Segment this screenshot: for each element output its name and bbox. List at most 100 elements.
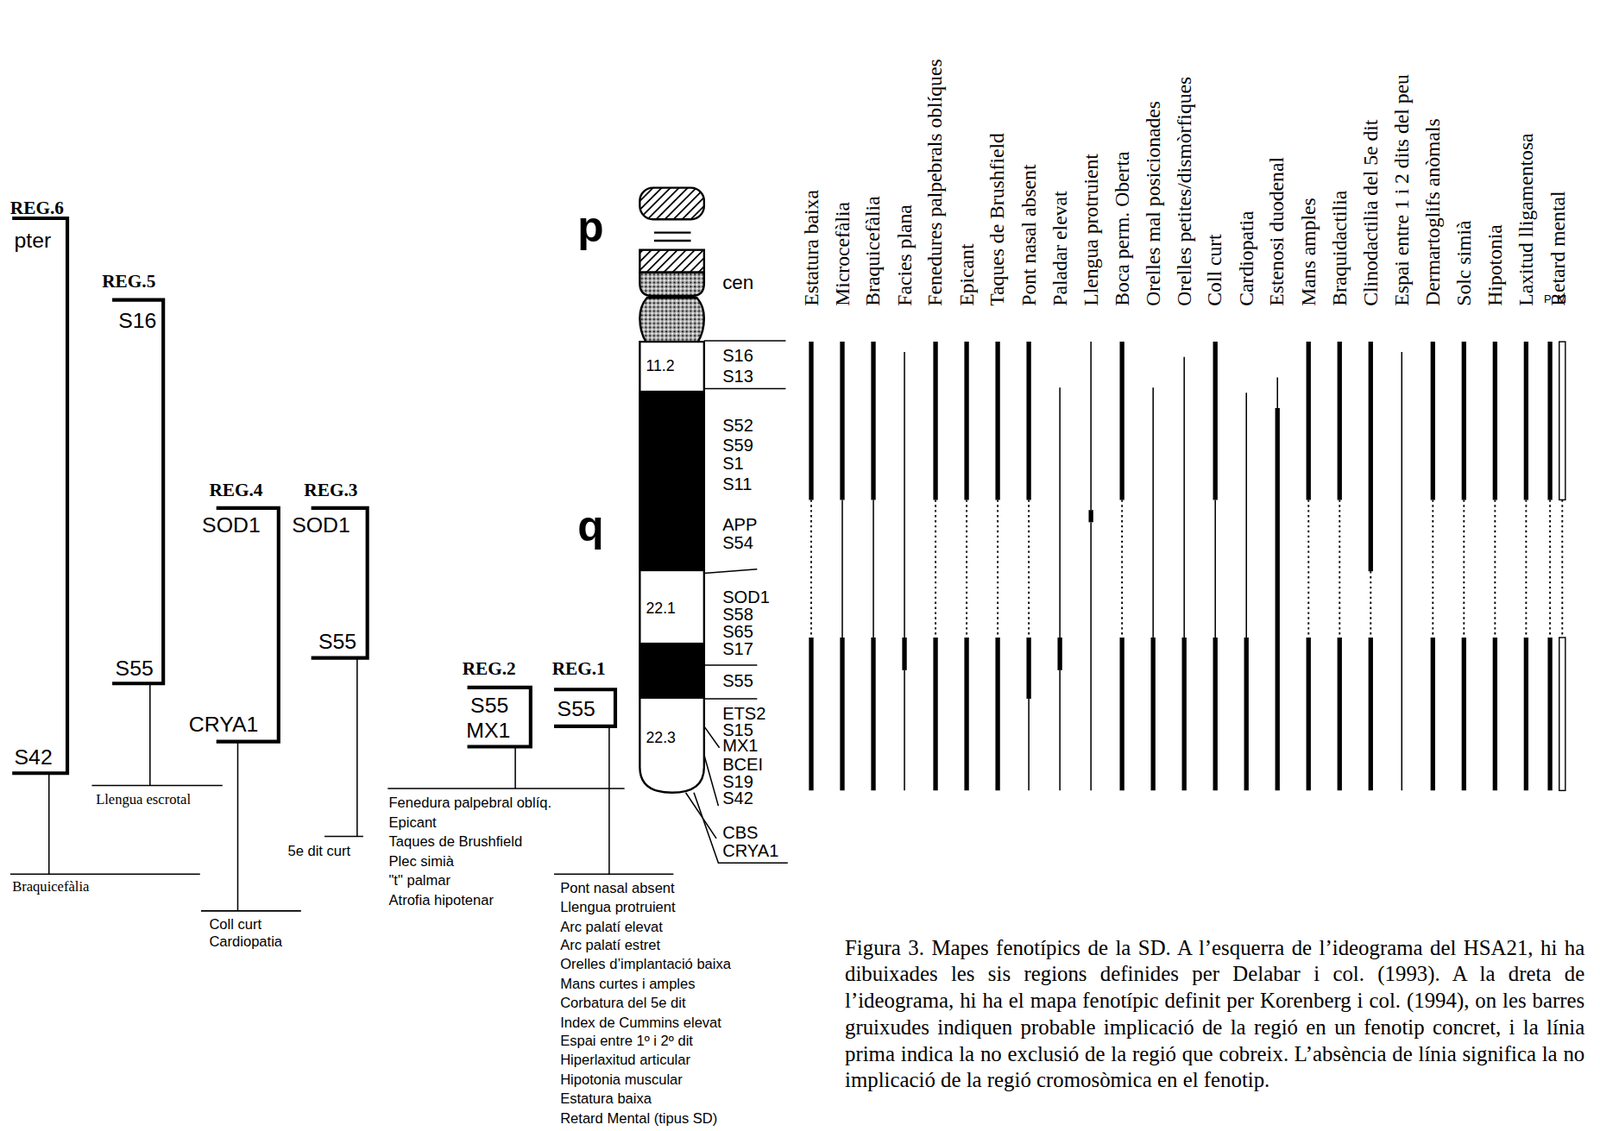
- phenotype-bar: [1524, 341, 1529, 500]
- phenotype-label: Braquicefàlia: [12, 879, 89, 896]
- phenotype-bar: [1183, 357, 1185, 638]
- phenotype-bar: [870, 341, 876, 500]
- phenotype-bar: [1369, 571, 1372, 638]
- centromere-label: cen: [722, 271, 754, 295]
- phenotype-bar: [1338, 499, 1341, 638]
- marker-name: S16: [722, 346, 754, 365]
- phenotype-bar: [965, 499, 968, 638]
- phenotype-bar: [1559, 341, 1566, 500]
- band-number: 22.3: [645, 728, 676, 746]
- band-number: 22.1: [645, 598, 676, 617]
- phenotype-header: Boca perm. Oberta: [1110, 151, 1134, 306]
- marker-name: S55: [557, 697, 596, 723]
- phenotype-bar: [995, 637, 1000, 791]
- marker-name: S55: [318, 629, 357, 656]
- phenotype-label: Index de Cummins elevat: [560, 1014, 722, 1031]
- phenotype-bar: [1275, 408, 1280, 791]
- bar-key: P: [1543, 292, 1552, 306]
- phenotype-header: Retard mental: [1545, 190, 1569, 306]
- phenotype-bar: [1088, 510, 1093, 523]
- phenotype-label: Fenedura palpebral oblíq.: [388, 794, 552, 812]
- phenotype-header: Facies plana: [892, 204, 916, 307]
- marker-name: APP: [722, 516, 757, 534]
- region-name: REG.4: [208, 479, 263, 501]
- phenotype-bar: [1561, 499, 1563, 638]
- phenotype-bar: [1492, 637, 1498, 791]
- phenotype-bar: [1306, 637, 1311, 791]
- band-number: 11.2: [645, 357, 675, 375]
- phenotype-bar: [1213, 341, 1218, 500]
- phenotype-header: Orelles petites/dismòrfiques: [1172, 76, 1197, 307]
- phenotype-bar: [1559, 637, 1566, 791]
- marker-name: SOD1: [722, 588, 770, 606]
- phenotype-bar: [841, 499, 844, 638]
- marker-name: S15: [722, 721, 754, 739]
- phenotype-bar: [1462, 499, 1465, 638]
- marker-name: S54: [722, 535, 754, 553]
- phenotype-bar: [1461, 341, 1467, 500]
- phenotype-bar: [1245, 392, 1248, 638]
- phenotype-bar: [1547, 637, 1552, 791]
- phenotype-header: Espai entre 1 i 2 dits del peu: [1390, 74, 1414, 307]
- phenotype-bar: [1430, 341, 1436, 500]
- phenotype-label: Epicant: [388, 814, 436, 832]
- marker-name: S55: [722, 672, 754, 690]
- phenotype-bar: [1027, 499, 1030, 638]
- phenotype-bar: [1306, 341, 1311, 500]
- phenotype-bar: [1368, 341, 1374, 572]
- marker-name: CRYA1: [722, 843, 779, 861]
- arm-label: p: [577, 206, 604, 250]
- phenotype-header: Braquicefàlia: [861, 195, 885, 306]
- marker-name: MX1: [466, 718, 511, 744]
- phenotype-bar: [1492, 341, 1498, 500]
- phenotype-label: Mans curtes i amples: [560, 975, 695, 992]
- phenotype-bar: [1089, 341, 1092, 511]
- phenotype-label: Orelles d’implantació baixa: [560, 956, 731, 973]
- phenotype-header: Braquidactilia: [1328, 190, 1352, 307]
- phenotype-bar: [1057, 637, 1062, 671]
- phenotype-bar: [903, 670, 906, 792]
- phenotype-bar: [1368, 637, 1374, 791]
- phenotype-header: Orelles mal posicionades: [1141, 100, 1166, 307]
- phenotype-bars: [811, 341, 1566, 791]
- phenotype-bar: [995, 341, 1000, 500]
- phenotype-bar: [870, 637, 876, 791]
- phenotype-bar: [901, 637, 907, 671]
- phenotype-label: Plec simià: [388, 852, 454, 870]
- phenotype-header: Solc simià: [1452, 220, 1476, 307]
- phenotype-header: Paladar elevat: [1048, 190, 1072, 306]
- marker-name: pter: [14, 228, 52, 254]
- phenotype-bar: [1430, 637, 1436, 791]
- phenotype-label: Corbatura del 5e dit: [560, 995, 686, 1012]
- phenotype-bar: [1307, 499, 1310, 638]
- phenotype-bar: [1431, 499, 1434, 638]
- phenotype-bar: [839, 341, 845, 500]
- phenotype-bar: [839, 637, 845, 791]
- phenotype-bar: [963, 637, 969, 791]
- phenotype-bar: [996, 499, 999, 638]
- marker-name: S19: [722, 773, 754, 791]
- arm-label: q: [577, 504, 604, 549]
- marker-name: S17: [722, 641, 754, 659]
- phenotype-bar: [808, 341, 813, 500]
- phenotype-bar: [1547, 341, 1552, 500]
- phenotype-bar: [1151, 637, 1156, 791]
- phenotype-bar: [1337, 341, 1342, 500]
- phenotype-label: Pont nasal absent: [560, 879, 675, 896]
- phenotype-bar: [1182, 637, 1187, 791]
- phenotype-bar: [1089, 522, 1092, 791]
- leader-lines: [10, 658, 675, 912]
- region-brackets: [12, 218, 616, 774]
- phenotype-header: Cardiopatia: [1234, 210, 1259, 306]
- phenotype-label: Espai entre 1º i 2º dit: [560, 1033, 693, 1050]
- marker-name: SOD1: [291, 513, 351, 539]
- phenotype-header: Mans amples: [1297, 197, 1321, 306]
- phenotype-header: Microcefàlia: [830, 201, 854, 307]
- phenotype-label: Retard Mental (tipus SD): [560, 1109, 718, 1127]
- marker-name: S58: [722, 605, 754, 624]
- marker-name: S42: [722, 789, 754, 807]
- region-name: REG.1: [552, 658, 606, 680]
- phenotype-label: Arc palatí elevat: [560, 918, 663, 935]
- phenotype-label: Atrofia hipotenar: [388, 891, 493, 908]
